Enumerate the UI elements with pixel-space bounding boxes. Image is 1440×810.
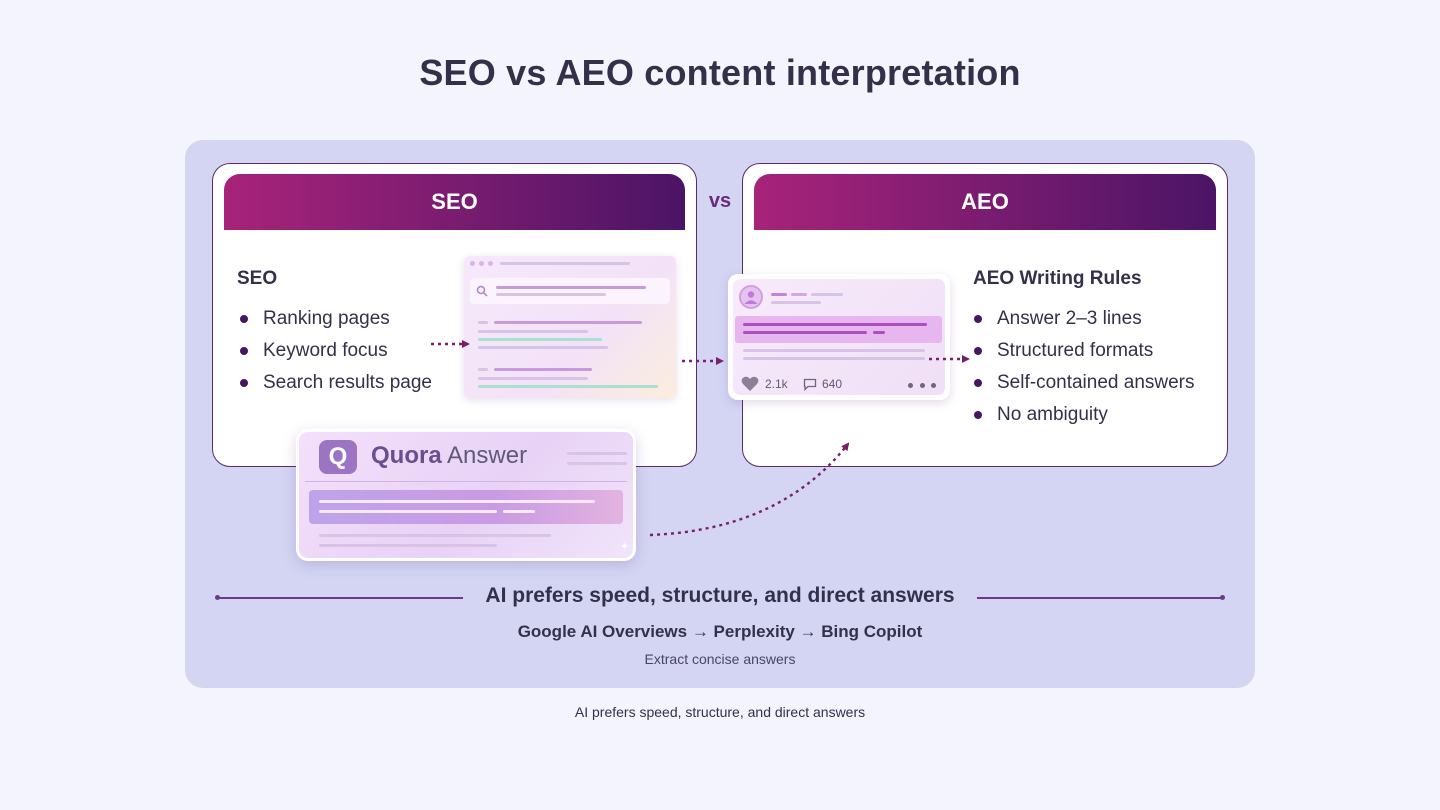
answer-line xyxy=(743,331,867,334)
seo-list: Ranking pages Keyword focus Search resul… xyxy=(237,303,432,399)
answer-line xyxy=(319,500,595,503)
window-dot xyxy=(488,261,493,266)
likes-count: 2.1k xyxy=(765,377,788,391)
footer-divider-right xyxy=(977,597,1223,599)
footer-line-dot xyxy=(215,595,220,600)
aeo-list-item: No ambiguity xyxy=(971,399,1195,431)
seo-section-title: SEO xyxy=(237,268,278,289)
result-text-line xyxy=(478,377,588,380)
result-url-line xyxy=(478,385,658,388)
answer-highlight xyxy=(309,490,623,524)
answer-line xyxy=(743,323,927,326)
search-results-mockup xyxy=(464,256,676,398)
answer-line xyxy=(873,331,885,334)
footer-line-dot xyxy=(1220,595,1225,600)
likes-stat: 2.1k xyxy=(741,376,788,392)
quora-answer-label: Answer xyxy=(447,442,528,469)
comments-count: 640 xyxy=(822,377,843,391)
avatar xyxy=(739,285,763,309)
search-query-line xyxy=(496,293,606,296)
caption: AI prefers speed, structure, and direct … xyxy=(574,704,866,720)
header-line xyxy=(567,462,627,465)
answer-post-mockup: 2.1k 640 xyxy=(728,274,950,400)
window-dot xyxy=(470,261,475,266)
quora-brand: Quora xyxy=(371,442,442,469)
footer-divider-left xyxy=(218,597,463,599)
aeo-section-title: AEO Writing Rules xyxy=(973,268,1142,289)
result-text-line xyxy=(478,346,608,349)
meta-line xyxy=(771,301,821,304)
search-box xyxy=(470,278,670,304)
footer-subtext: Extract concise answers xyxy=(644,651,796,667)
comment-icon xyxy=(803,378,817,391)
body-line xyxy=(319,534,551,537)
quora-answer-card: Q Quora Answer ✦ xyxy=(296,429,636,561)
aeo-list-item: Answer 2–3 lines xyxy=(971,303,1195,335)
sparkle-icon: ✦ xyxy=(620,541,630,553)
body-line xyxy=(743,357,925,360)
result-title-line xyxy=(494,321,642,324)
search-query-line xyxy=(496,286,646,289)
seo-list-item: Keyword focus xyxy=(237,335,432,367)
search-icon xyxy=(476,285,488,297)
address-bar xyxy=(500,262,630,265)
header-line xyxy=(567,452,627,455)
body-line xyxy=(319,544,497,547)
aeo-card-header: AEO xyxy=(754,174,1216,230)
author-line xyxy=(771,293,787,296)
vs-label: vs xyxy=(708,190,732,212)
answer-line xyxy=(503,510,535,513)
quora-answer-title: Quora Answer xyxy=(371,442,527,470)
footer-tagline: AI prefers speed, structure, and direct … xyxy=(485,584,955,607)
heart-icon xyxy=(741,376,759,391)
result-text-line xyxy=(478,330,588,333)
body-line xyxy=(743,349,925,352)
result-dot xyxy=(478,368,488,371)
window-dot xyxy=(479,261,484,266)
aeo-list-item: Structured formats xyxy=(971,335,1195,367)
author-line xyxy=(791,293,807,296)
aeo-list: Answer 2–3 lines Structured formats Self… xyxy=(971,303,1195,431)
more-options-icon xyxy=(908,383,936,389)
seo-list-item: Ranking pages xyxy=(237,303,432,335)
seo-list-item: Search results page xyxy=(237,367,432,399)
ai-engines-flow: Google AI Overviews → Perplexity → Bing … xyxy=(517,622,923,641)
seo-card-header: SEO xyxy=(224,174,685,230)
aeo-list-item: Self-contained answers xyxy=(971,367,1195,399)
user-icon xyxy=(744,291,758,304)
answer-highlight xyxy=(735,316,942,343)
answer-line xyxy=(319,510,497,513)
result-dot xyxy=(478,321,488,324)
divider xyxy=(305,481,627,482)
author-line xyxy=(811,293,843,296)
result-url-line xyxy=(478,338,602,341)
result-title-line xyxy=(494,368,592,371)
page-title: SEO vs AEO content interpretation xyxy=(419,52,1021,93)
quora-logo-icon: Q xyxy=(319,440,357,474)
comments-stat: 640 xyxy=(803,376,842,392)
